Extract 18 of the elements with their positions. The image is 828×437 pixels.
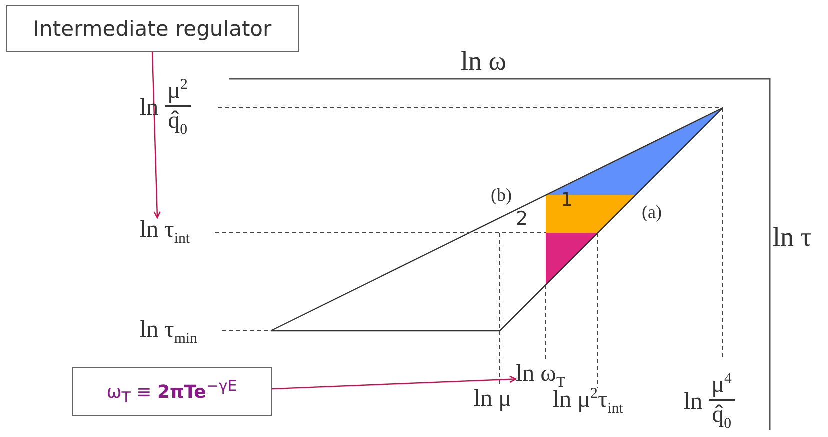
math-label: ln μ	[474, 387, 512, 411]
fraction-denominator: q̂$_{0}$	[711, 401, 733, 434]
leader-arrow	[272, 376, 517, 390]
math-label: (a)	[642, 203, 662, 221]
callout-box: Intermediate regulator	[6, 5, 299, 52]
fraction-numerator: μ$^{4}$	[708, 370, 735, 401]
fraction-numerator: μ$^{2}$	[164, 76, 191, 107]
region-number: 2	[516, 208, 528, 230]
math-label: ln τ	[773, 224, 812, 251]
fraction-denominator: q̂$_{0}$	[167, 107, 189, 140]
axis-label: ln τ$_{int}$	[140, 218, 190, 247]
math-label: ln τ$_{min}$	[140, 318, 198, 347]
region-number: 1	[561, 189, 574, 211]
leader-arrow	[152, 52, 161, 219]
math-label: ln	[684, 390, 703, 414]
math-label: ln ω	[461, 48, 507, 75]
formula-box: ω$_{T}$ ≡ 2πTe$^{−γE}$	[72, 367, 272, 416]
math-label: (b)	[491, 186, 512, 204]
